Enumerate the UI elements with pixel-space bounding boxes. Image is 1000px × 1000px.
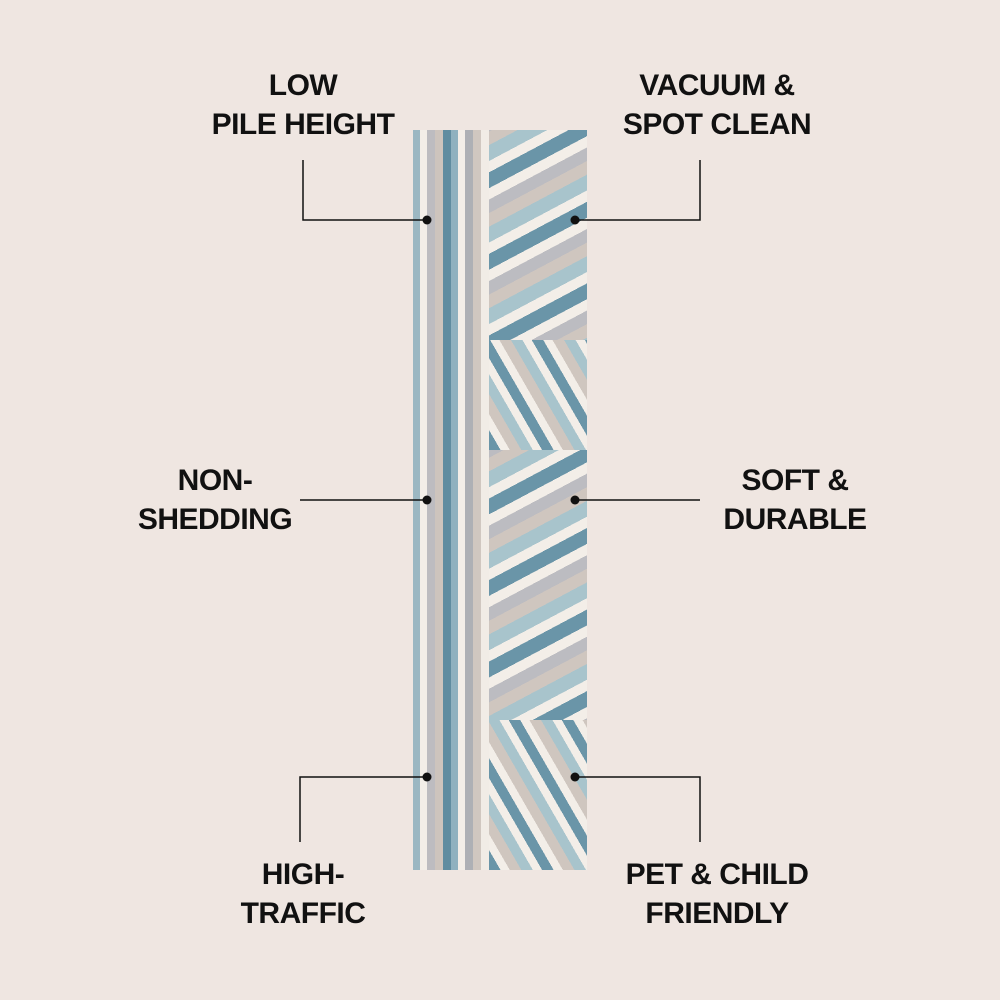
feature-pet-child-friendly: PET & CHILD FRIENDLY bbox=[567, 855, 867, 933]
rug-stripe-block bbox=[489, 340, 587, 450]
callout-dot bbox=[570, 495, 580, 505]
feature-line: DURABLE bbox=[723, 503, 867, 536]
feature-non-shedding: NON- SHEDDING bbox=[65, 461, 365, 539]
feature-line: HIGH- bbox=[261, 858, 345, 891]
feature-line: NON- bbox=[177, 464, 253, 497]
feature-line: SPOT CLEAN bbox=[622, 108, 812, 141]
feature-low-pile-height: LOW PILE HEIGHT bbox=[153, 66, 453, 144]
rug-stripe-block bbox=[489, 720, 587, 870]
feature-soft-durable: SOFT & DURABLE bbox=[645, 461, 945, 539]
feature-line: LOW bbox=[268, 69, 338, 102]
feature-line: SOFT & bbox=[741, 464, 850, 497]
feature-line: PET & CHILD bbox=[625, 858, 809, 891]
feature-line: FRIENDLY bbox=[645, 897, 789, 930]
callout-line-low-pile bbox=[302, 160, 427, 221]
callout-dot bbox=[570, 215, 580, 225]
feature-line: SHEDDING bbox=[137, 503, 293, 536]
callout-dot bbox=[422, 772, 432, 782]
callout-dot bbox=[422, 215, 432, 225]
callout-line-vacuum bbox=[575, 160, 701, 221]
feature-line: PILE HEIGHT bbox=[211, 108, 395, 141]
feature-vacuum-spot-clean: VACUUM & SPOT CLEAN bbox=[567, 66, 867, 144]
callout-line-high-traffic bbox=[299, 776, 427, 842]
feature-high-traffic: HIGH- TRAFFIC bbox=[153, 855, 453, 933]
callout-line-pet bbox=[575, 776, 701, 842]
feature-line: TRAFFIC bbox=[240, 897, 366, 930]
callout-dot bbox=[570, 772, 580, 782]
callout-dot bbox=[422, 495, 432, 505]
feature-line: VACUUM & bbox=[639, 69, 795, 102]
